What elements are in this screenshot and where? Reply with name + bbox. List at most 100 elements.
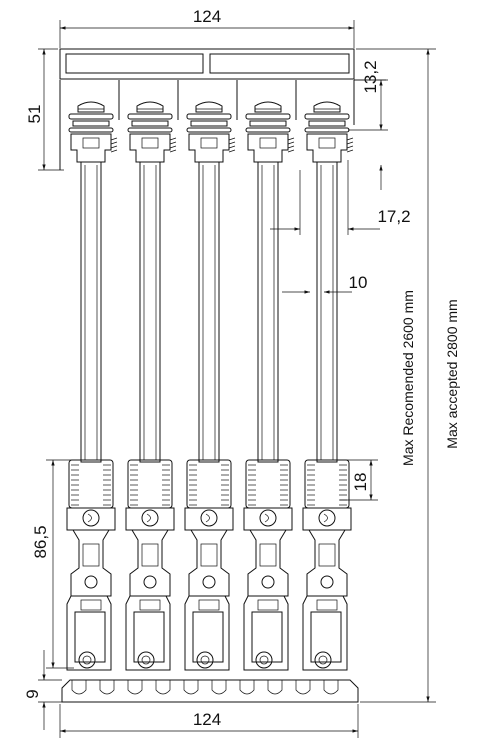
brush-tooth: [110, 149, 118, 153]
clamp-plate: [131, 120, 169, 127]
wheel-bracket: [139, 599, 161, 611]
clamp-plate: [127, 113, 173, 120]
base-notch: [295, 680, 311, 695]
dim-left-height-label: 51: [25, 105, 44, 124]
dim-top-width: 124: [59, 7, 355, 48]
dim-bottom-width-label: 124: [193, 710, 221, 729]
wheel-bracket: [257, 599, 279, 611]
wheel-housing: [243, 595, 289, 671]
wheel-cover: [133, 611, 165, 663]
rail-unit: [243, 101, 295, 671]
clamp-plate: [304, 113, 350, 120]
runner-body: [247, 133, 289, 163]
brush-tooth: [346, 145, 354, 149]
base-notch: [155, 680, 171, 695]
wheel-housing: [66, 595, 112, 671]
brush-tooth: [228, 145, 236, 149]
base-notch: [71, 680, 87, 695]
brush-tooth: [346, 149, 354, 153]
dim-bar-width-label: 10: [349, 273, 368, 292]
screw-head: [254, 101, 282, 113]
wheel-bracket: [80, 599, 102, 611]
dim-channel-width-label: 17,2: [377, 207, 410, 226]
wheel: [137, 651, 155, 669]
header-profile: [59, 48, 355, 170]
clamp-plate: [186, 113, 232, 120]
clamp-plate: [68, 127, 114, 133]
hanging-bar: [257, 161, 279, 463]
wheel-cover: [251, 611, 283, 663]
knuckle-hook: [264, 513, 269, 523]
dim-channel-width: 17,2: [270, 160, 411, 235]
wheel-cover: [74, 611, 106, 663]
carriage-window: [318, 543, 336, 567]
wheel-housing: [125, 595, 171, 671]
screw-head: [195, 101, 223, 113]
carriage-knuckle: [261, 575, 275, 589]
link-block: [304, 459, 350, 509]
brush-tooth: [110, 145, 118, 149]
carriage-window: [200, 543, 218, 567]
knuckle-hook: [146, 513, 151, 523]
connector-frame: [125, 507, 175, 531]
brush-tooth: [228, 149, 236, 153]
wheel-bracket: [316, 599, 338, 611]
runner-slot: [259, 137, 277, 149]
dim-bar-width: 10: [282, 273, 368, 294]
clamp-plate: [127, 127, 173, 133]
wheel: [255, 651, 273, 669]
knuckle: [141, 509, 159, 527]
dim-top-width-label: 124: [193, 7, 221, 26]
wheel-bracket: [198, 599, 220, 611]
carriage-frame: [70, 529, 112, 597]
wheel-housing: [184, 595, 230, 671]
knuckle-hook: [205, 513, 210, 523]
clamp-plate: [304, 127, 350, 133]
carriage-knuckle: [320, 575, 334, 589]
brush-tooth: [169, 149, 177, 153]
carriage-knuckle: [84, 575, 98, 589]
base-track: [61, 679, 359, 703]
wheel-hub: [82, 655, 92, 665]
link-block: [245, 459, 291, 509]
carriage-frame: [129, 529, 171, 597]
runner-slot: [200, 137, 218, 149]
clamp-plate: [186, 127, 232, 133]
brush-tooth: [169, 137, 177, 141]
hanging-bar: [80, 161, 102, 463]
brush-tooth: [169, 145, 177, 149]
hanging-bar: [198, 161, 220, 463]
dim-carriage-height: 86,5: [31, 459, 74, 669]
brush-tooth: [169, 141, 177, 145]
brush-tooth: [110, 137, 118, 141]
knuckle: [82, 509, 100, 527]
dim-carriage-height-label: 86,5: [31, 525, 50, 558]
clamp-plate: [68, 113, 114, 120]
wheel-hub: [200, 655, 210, 665]
carriage-frame: [306, 529, 348, 597]
runner-slot: [82, 137, 100, 149]
dim-base-height: 9: [23, 650, 62, 730]
carriage-window: [82, 543, 100, 567]
brush-tooth: [346, 137, 354, 141]
channel-walls: [118, 80, 297, 120]
clamp-plate: [245, 113, 291, 120]
runner-slot: [141, 137, 159, 149]
knuckle: [259, 509, 277, 527]
brush-tooth: [228, 141, 236, 145]
dim-right-top-label: 13,2: [361, 60, 380, 93]
runner-body: [306, 133, 348, 163]
brush-tooth: [287, 149, 295, 153]
link-block: [127, 459, 173, 509]
rail-unit: [302, 101, 354, 671]
base-notch: [267, 680, 283, 695]
dim-left-height: 51: [25, 48, 64, 171]
max-recommended-label: Max Recomended 2600 mm: [400, 290, 416, 466]
dim-link-height-label: 18: [351, 473, 370, 492]
carriage-frame: [247, 529, 289, 597]
connector-frame: [66, 507, 116, 531]
rail-unit: [184, 101, 236, 671]
clamp-plate: [308, 120, 346, 127]
knuckle-hook: [87, 513, 92, 523]
knuckle-hook: [323, 513, 328, 523]
